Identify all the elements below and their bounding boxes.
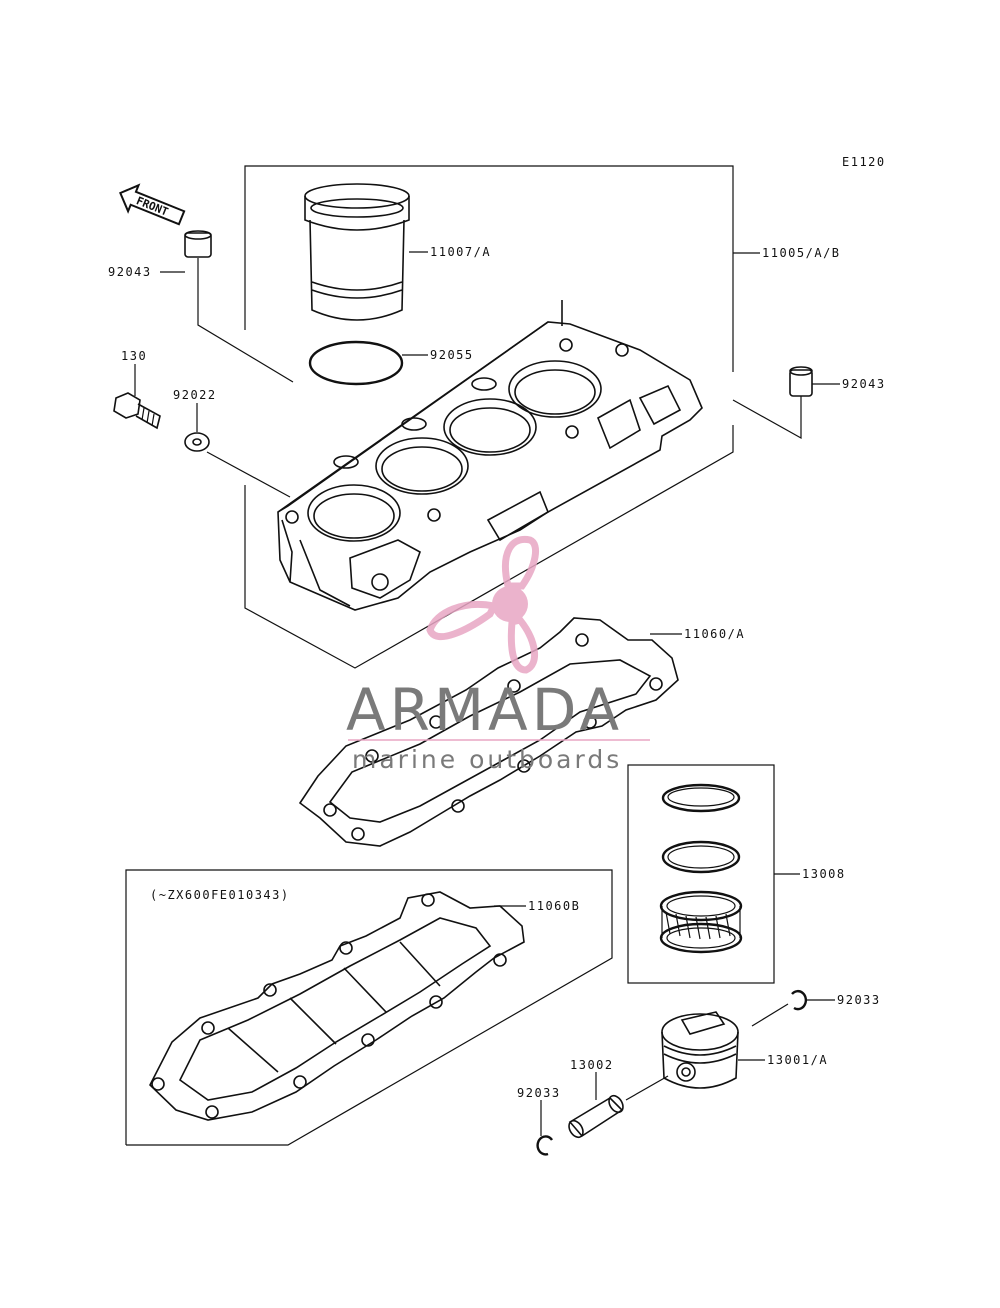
label-13008: 13008 — [802, 867, 846, 881]
label-92043-left: 92043 — [108, 265, 152, 279]
cylinder-block-outline — [244, 165, 760, 669]
piston-ring-set-part — [627, 764, 800, 984]
logo-brand: ARMADA — [346, 676, 623, 744]
label-92022: 92022 — [173, 388, 217, 402]
logo-tagline: marine outboards — [352, 745, 622, 774]
armada-logo: ARMADA marine outboards — [346, 535, 650, 774]
label-92033-left: 92033 — [517, 1086, 561, 1100]
label-92033-right: 92033 — [837, 993, 881, 1007]
front-arrow-icon: FRONT — [119, 183, 186, 226]
propeller-logo-icon — [426, 535, 540, 674]
label-11060b: 11060B — [528, 899, 580, 913]
dowel-pin-left-part — [160, 230, 294, 383]
cylinder-block-part — [277, 300, 703, 611]
variant-frame — [125, 869, 613, 1146]
diagram-code: E1120 — [842, 155, 886, 169]
piston-pin-part — [568, 1072, 669, 1139]
bolt-part — [113, 364, 161, 430]
circlip-left-part — [536, 1100, 553, 1156]
variant-note: (~ZX600FE010343) — [150, 888, 290, 902]
o-ring-part — [308, 340, 428, 386]
label-92043-right: 92043 — [842, 377, 886, 391]
label-13001: 13001/A — [767, 1053, 828, 1067]
label-11005: 11005/A/B — [762, 246, 841, 260]
washer-part — [184, 403, 291, 498]
piston-part — [661, 1011, 765, 1089]
label-11060a: 11060/A — [684, 627, 745, 641]
base-gasket-a-part — [298, 617, 682, 847]
dowel-pin-right-part — [732, 366, 840, 440]
cylinder-sleeve-part — [304, 183, 428, 321]
label-92055: 92055 — [430, 348, 474, 362]
label-13002: 13002 — [570, 1058, 614, 1072]
base-gasket-b-part — [149, 891, 526, 1121]
label-130: 130 — [121, 349, 147, 363]
circlip-right-part — [751, 989, 835, 1027]
label-11007: 11007/A — [430, 245, 491, 259]
